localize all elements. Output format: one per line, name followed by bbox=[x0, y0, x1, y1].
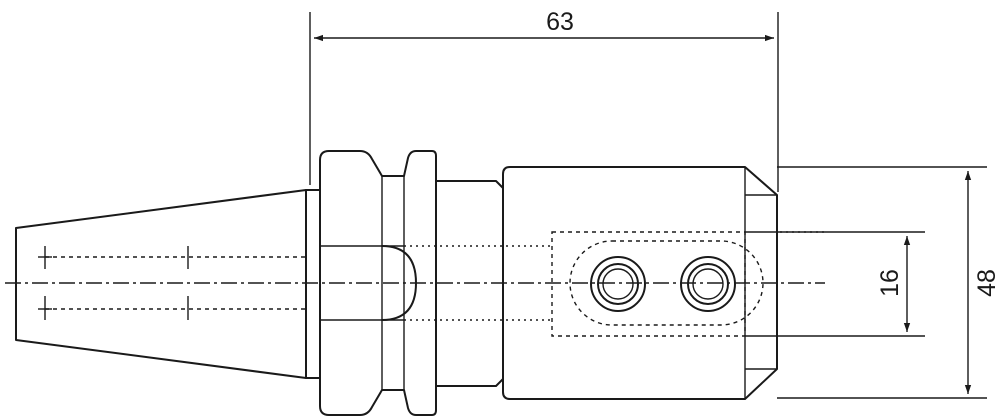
dimension-outer-diameter-label: 48 bbox=[973, 269, 1000, 297]
dimension-length-label: 63 bbox=[546, 8, 574, 36]
flange bbox=[305, 150, 437, 416]
set-screw-right bbox=[680, 256, 736, 312]
dimension-outer-diameter: 48 bbox=[777, 166, 1000, 399]
internal-bore bbox=[404, 231, 825, 321]
set-screw-left bbox=[590, 256, 646, 312]
hidden-pocket bbox=[551, 231, 764, 337]
taper-shank bbox=[15, 189, 307, 379]
dimension-length: 63 bbox=[309, 8, 779, 192]
dimension-bore: 16 bbox=[745, 231, 925, 337]
dimension-bore-label: 16 bbox=[876, 269, 904, 297]
